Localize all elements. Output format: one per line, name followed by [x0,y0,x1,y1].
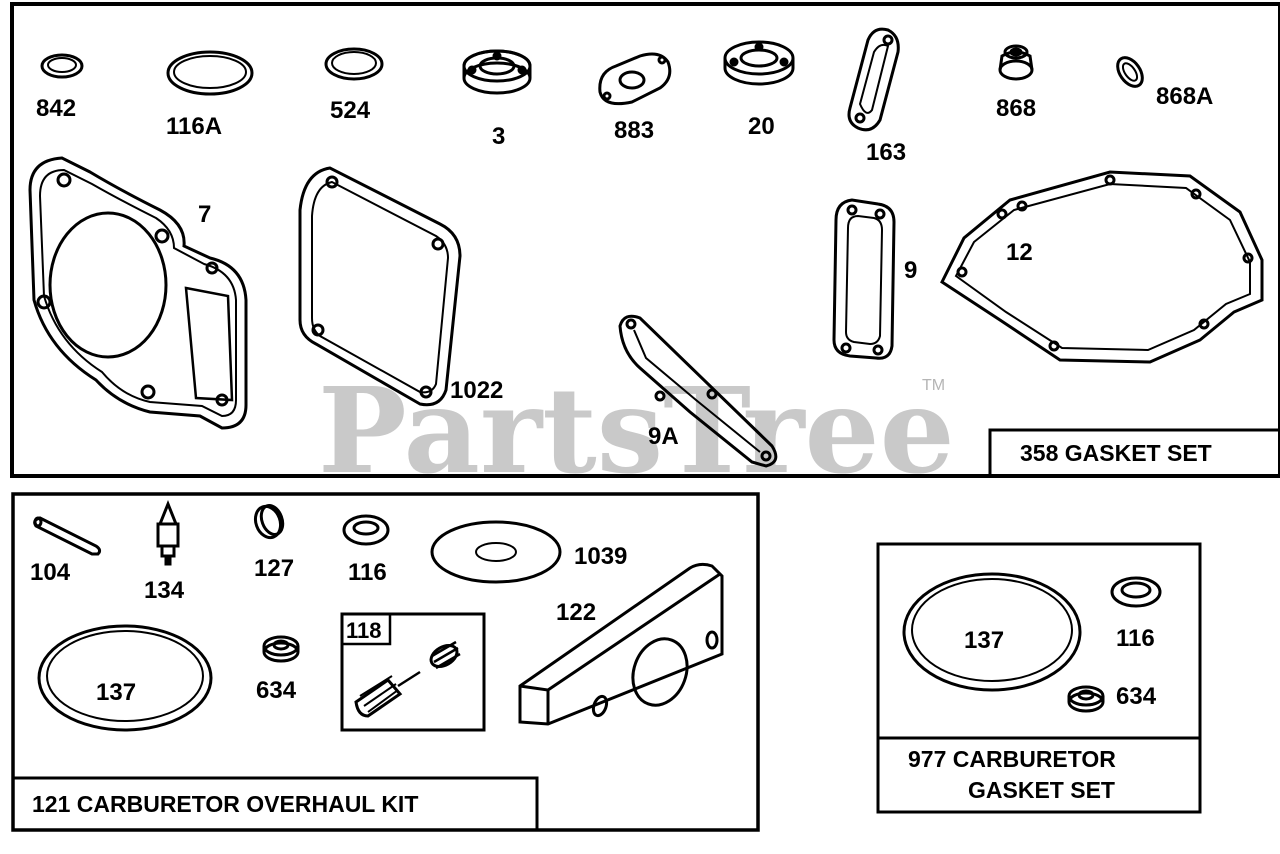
part-label-137-set: 137 [964,627,1004,654]
carb-gasket-set-border [876,542,1202,814]
overhaul-kit-title-box [11,776,539,832]
gasket-set-labels: 842 116A 524 3 883 20 163 868 868A 7 102… [36,83,1213,466]
overhaul-kit-panel [11,492,760,832]
part-7-drawing [28,156,248,430]
inset-118-label-box [340,612,392,646]
part-1022-drawing [298,166,462,407]
part-label-122: 122 [556,599,596,626]
part-118-drawing [354,640,461,718]
part-134-drawing [156,499,180,566]
overhaul-kit-border [11,492,760,832]
watermark-tm: TM [922,377,945,394]
part-label-883: 883 [614,117,654,144]
carb-gasket-set-title-line2: GASKET SET [968,777,1115,803]
part-label-842: 842 [36,95,76,122]
part-116-set-drawing [1110,576,1162,608]
part-label-104: 104 [30,559,71,586]
part-9a-drawing [618,314,778,468]
carb-gasket-set-panel [876,542,1202,814]
part-label-9a: 9A [648,423,679,450]
part-label-116-kit: 116 [348,559,387,586]
part-label-137-kit: 137 [96,679,136,706]
part-label-127: 127 [254,555,294,582]
part-127-drawing [253,503,285,540]
part-137-kit-drawing [37,624,213,732]
watermark: PartsTree TM [318,361,955,500]
part-label-116a: 116A [166,113,222,140]
inset-118-box [340,612,486,732]
gasket-set-panel [10,2,1280,478]
gasket-set-title: 358 GASKET SET [1020,440,1212,466]
part-3-drawing [462,49,532,95]
carb-gasket-set-title-line1: 977 CARBURETOR [908,746,1116,772]
part-137-set-drawing [902,572,1082,692]
part-116-kit-drawing [342,514,390,546]
part-883-drawing [598,52,672,106]
part-20-drawing [723,40,795,86]
part-116a-drawing [166,50,254,96]
gasket-set-title-box [988,428,1280,478]
gasket-set-border [10,2,1280,478]
part-label-3: 3 [492,123,505,150]
part-163-drawing [847,27,900,132]
carb-gasket-set-labels: 137 116 634 977 CARBURETOR GASKET SET [908,625,1157,803]
watermark-text: PartsTree [318,361,955,500]
part-868a-drawing [1116,56,1144,88]
part-label-524: 524 [330,97,371,124]
inset-118-label: 118 [346,618,382,643]
part-label-134: 134 [144,577,185,604]
part-12-drawing [940,170,1264,364]
part-634-kit-drawing [262,635,300,663]
part-label-9: 9 [904,257,917,284]
part-1039-drawing [430,520,562,584]
part-label-20: 20 [748,113,775,140]
part-label-1039: 1039 [574,543,627,570]
part-842-drawing [40,53,84,79]
part-label-868a: 868A [1156,83,1213,110]
part-label-634-kit: 634 [256,677,297,704]
part-122-drawing [518,562,724,726]
part-label-163: 163 [866,139,906,166]
overhaul-kit-labels: 104 134 127 116 1039 122 137 634 118 121… [30,543,627,817]
part-label-116-set: 116 [1116,625,1155,652]
part-label-1022: 1022 [450,377,503,404]
part-524-drawing [324,47,384,81]
overhaul-kit-title: 121 CARBURETOR OVERHAUL KIT [32,791,418,817]
part-868-drawing [998,44,1034,81]
part-label-7: 7 [198,201,211,228]
part-label-12: 12 [1006,239,1033,266]
part-label-634-set: 634 [1116,683,1157,710]
part-label-868: 868 [996,95,1036,122]
part-104-drawing [33,516,102,556]
part-9-drawing [832,198,896,360]
part-634-set-drawing [1067,685,1105,713]
